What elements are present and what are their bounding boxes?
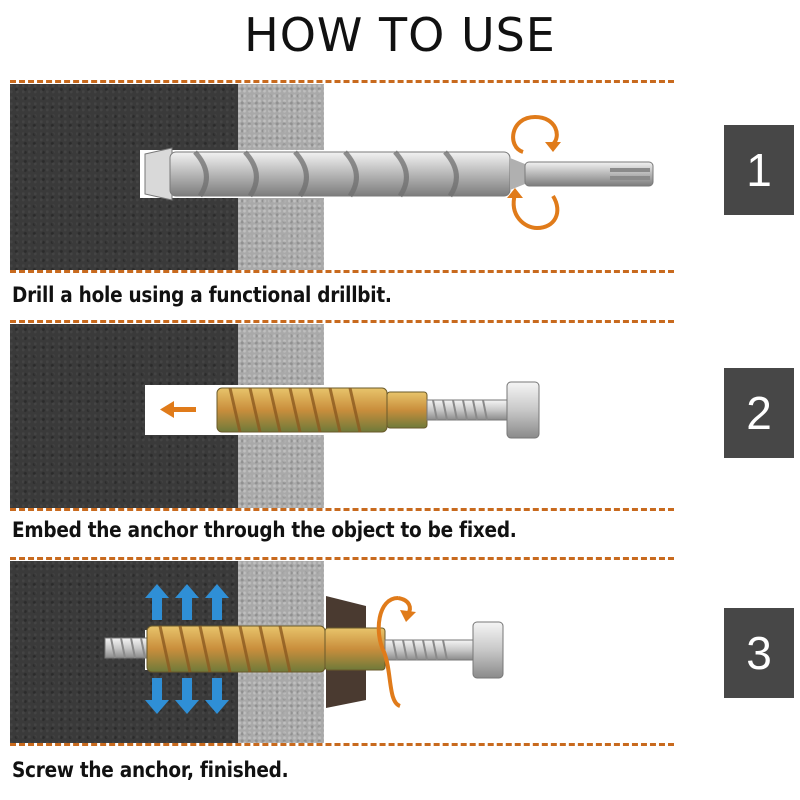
anchor-bolt-installed: [104, 621, 504, 679]
step-number-box: 1: [724, 125, 794, 215]
step-caption: Drill a hole using a functional drillbit…: [12, 283, 392, 307]
rotation-arrow-icon: [376, 596, 416, 708]
step-caption: Embed the anchor through the object to b…: [12, 518, 517, 542]
drill-bit: [144, 147, 654, 201]
page-title: HOW TO USE: [244, 8, 556, 62]
step-caption: Screw the anchor, finished.: [12, 758, 289, 782]
divider-line: [10, 270, 674, 273]
rotation-arrow-icon: [507, 115, 561, 231]
divider-line: [10, 320, 674, 323]
wall-concrete: [10, 84, 238, 270]
divider-line: [10, 508, 674, 511]
divider-line: [10, 743, 674, 746]
anchor-bolt: [216, 381, 540, 439]
divider-line: [10, 557, 674, 560]
step-number-box: 2: [724, 368, 794, 458]
expand-arrows-icon: [145, 584, 229, 714]
left-arrow-icon: [160, 401, 196, 418]
divider-line: [10, 80, 674, 83]
step-number-box: 3: [724, 608, 794, 698]
